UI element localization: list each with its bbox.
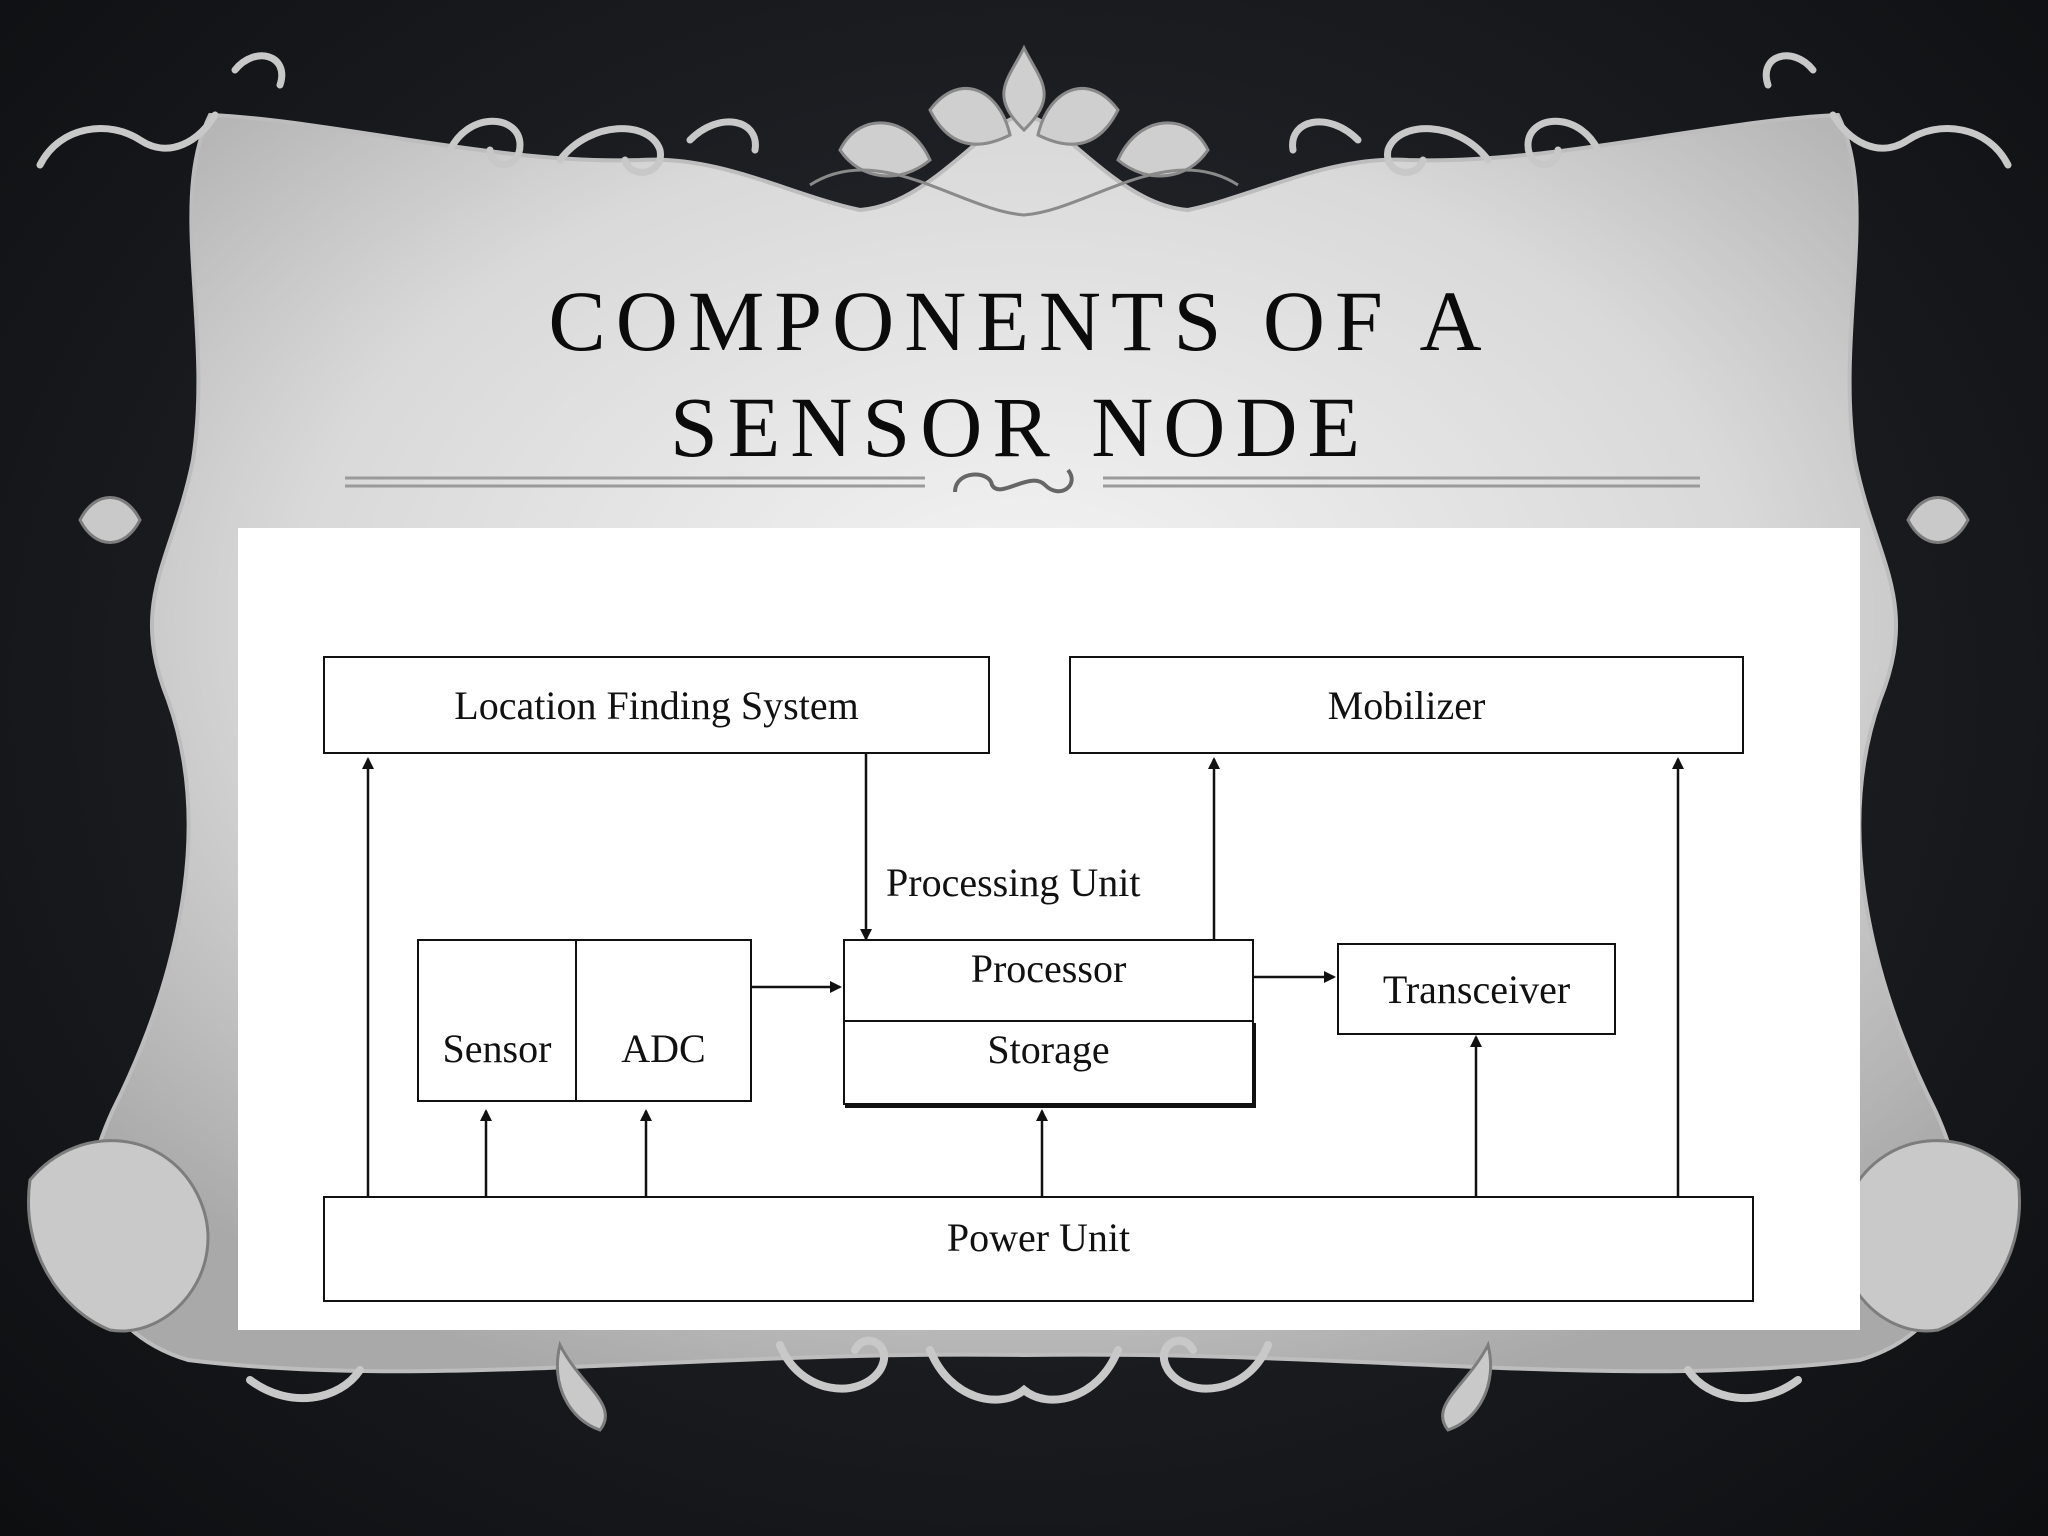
title-divider: [345, 468, 1700, 494]
mobilizer-label: Mobilizer: [1327, 682, 1486, 728]
mobilizer-box: Mobilizer: [1069, 656, 1744, 754]
transceiver-label: Transceiver: [1382, 966, 1571, 1012]
top-swirl-ornaments: [36, 52, 2012, 176]
sensor-label: Sensor: [442, 1026, 552, 1071]
slide-title-line-2: SENSOR NODE: [669, 379, 1371, 475]
power-unit-box: Power Unit: [323, 1196, 1754, 1302]
processor-box: Processor: [843, 939, 1254, 1023]
processing-unit-caption: Processing Unit: [886, 860, 1141, 905]
sensor-node-diagram: Location Finding System Mobilizer Proces…: [238, 528, 1860, 1330]
slide-title-line-1: COMPONENTS OF A: [548, 273, 1492, 369]
location-finding-system-box: Location Finding System: [323, 656, 990, 754]
bottom-ornaments: [27, 1139, 2021, 1432]
top-center-ornament: [809, 44, 1239, 217]
location-finding-system-label: Location Finding System: [454, 682, 859, 728]
power-unit-label: Power Unit: [946, 1215, 1131, 1260]
transceiver-box: Transceiver: [1337, 943, 1616, 1035]
storage-label: Storage: [987, 1027, 1110, 1072]
sensor-box: Sensor: [417, 939, 577, 1102]
storage-box: Storage: [843, 1020, 1254, 1105]
processor-label: Processor: [970, 946, 1127, 991]
side-ornaments: [78, 496, 1970, 544]
adc-box: ADC: [575, 939, 752, 1102]
diagram-connectors: [362, 754, 1684, 1196]
bottom-swirls: [246, 1336, 1802, 1404]
adc-label: ADC: [621, 1026, 706, 1071]
